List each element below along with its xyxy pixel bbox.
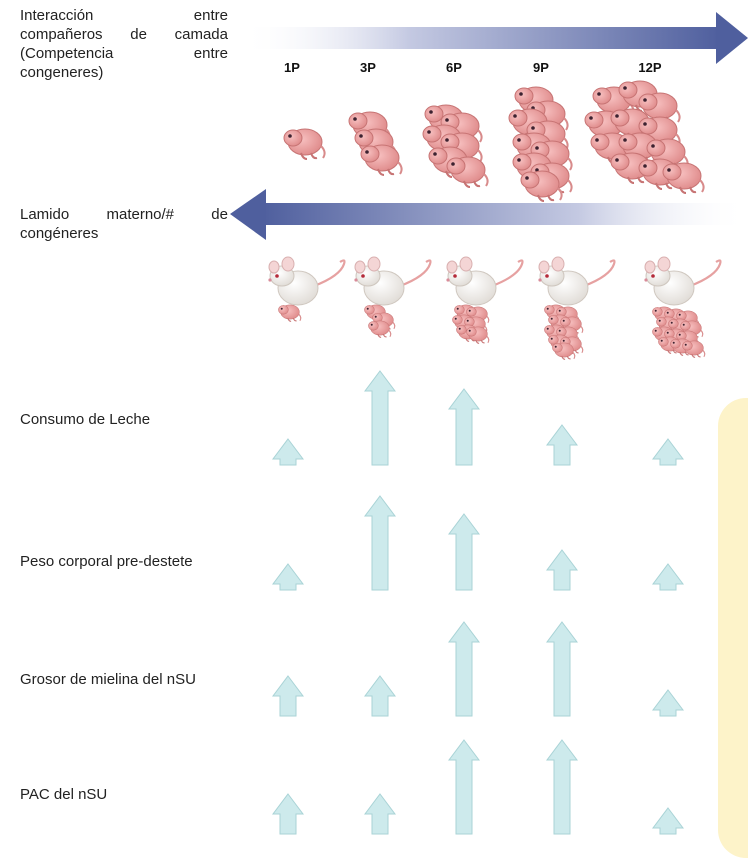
pup-cluster-1p (283, 128, 326, 160)
pup-cluster-9p (508, 86, 573, 202)
litter-label-12p: 12P (638, 60, 662, 75)
competition-label-line: (Competencia entre (20, 45, 228, 62)
pup-cluster-3p (348, 111, 403, 176)
up-arrow-icon (652, 438, 684, 466)
up-arrow-icon (448, 739, 480, 835)
up-arrow-icon (652, 807, 684, 835)
mother-rat-9p (537, 255, 616, 360)
mother-rat-6p (445, 255, 524, 344)
mother-rat-1p (267, 255, 346, 322)
up-arrow-icon (364, 793, 396, 835)
up-arrow-icon (652, 563, 684, 591)
maternal-label: Lamido materno/# de congéneres (20, 205, 228, 243)
up-arrow-icon (272, 793, 304, 835)
competition-label-line: congeneres) (20, 64, 104, 81)
up-arrow-icon (546, 739, 578, 835)
up-arrow-icon (272, 675, 304, 717)
row-label-milk: Consumo de Leche (20, 411, 151, 428)
up-arrow-icon (448, 388, 480, 466)
effect-arrows (272, 370, 684, 835)
row-label-myelin: Grosor de mielina del nSU (20, 671, 196, 688)
maternal-label-line: Lamido materno/# de (20, 206, 228, 223)
litter-label-9p: 9P (533, 60, 549, 75)
up-arrow-icon (272, 438, 304, 466)
mother-rat-12p (643, 255, 722, 358)
competition-label: Interacción entre compañeros de camada (… (20, 6, 228, 82)
up-arrow-icon (448, 621, 480, 717)
up-arrow-icon (448, 513, 480, 591)
diagram-canvas (230, 12, 748, 835)
maternal-label-line: congéneres (20, 225, 99, 242)
up-arrow-icon (364, 675, 396, 717)
up-arrow-icon (364, 370, 396, 466)
row-label-pac: PAC del nSU (20, 786, 108, 803)
up-arrow-icon (546, 424, 578, 466)
mother-rat-3p (353, 255, 432, 338)
litter-label-6p: 6P (446, 60, 462, 75)
highlight-panel (718, 398, 748, 858)
row-label-weight: Peso corporal pre-destete (20, 553, 193, 570)
up-arrow-icon (272, 563, 304, 591)
litter-label-3p: 3P (360, 60, 376, 75)
maternal-gradient-arrow (230, 189, 748, 240)
up-arrow-icon (364, 495, 396, 591)
pup-cluster-6p (422, 104, 489, 188)
competition-label-line: compañeros de camada (20, 26, 228, 43)
up-arrow-icon (546, 621, 578, 717)
competition-label-line: Interacción entre (20, 7, 228, 24)
pup-cluster-12p (584, 80, 705, 194)
up-arrow-icon (652, 689, 684, 717)
competition-gradient-arrow (242, 12, 748, 64)
litter-label-1p: 1P (284, 60, 300, 75)
up-arrow-icon (546, 549, 578, 591)
